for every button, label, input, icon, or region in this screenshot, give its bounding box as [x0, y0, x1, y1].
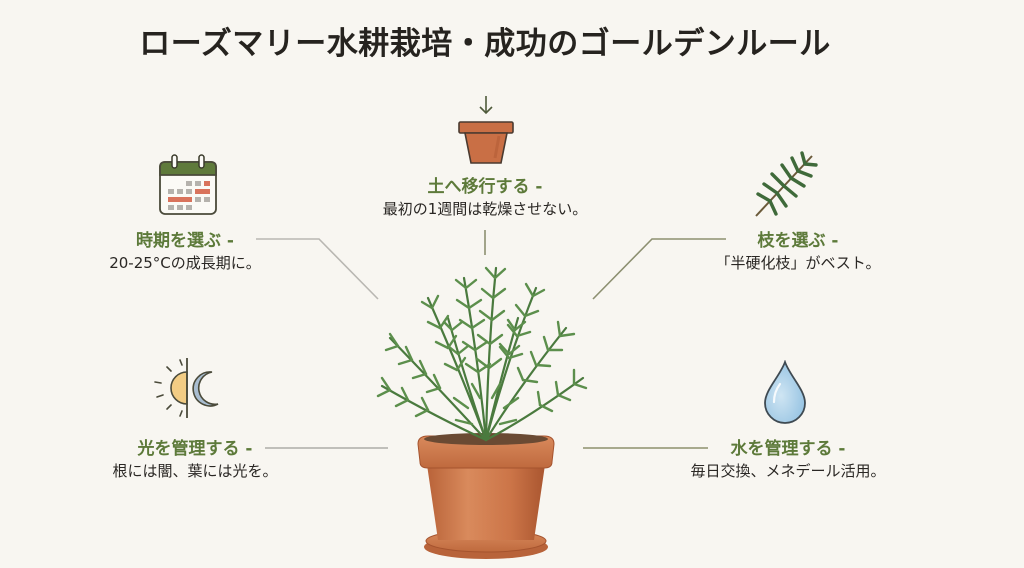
rule-timing: 時期を選ぶ - 20-25°Cの成長期に。: [60, 230, 310, 274]
rule-description: 「半硬化枝」がベスト。: [715, 254, 881, 272]
rule-heading: 枝を選ぶ -: [757, 231, 839, 251]
rule-description: 最初の1週間は乾燥させない。: [382, 200, 588, 218]
connector-branch: [592, 238, 726, 300]
potted-rosemary-illustration: [376, 266, 588, 559]
rosemary-needles: [376, 266, 588, 426]
rule-heading: 時期を選ぶ -: [136, 231, 234, 251]
rule-description: 根には闇、葉には光を。: [112, 462, 278, 480]
rule-description: 20-25°Cの成長期に。: [109, 254, 261, 272]
rule-heading: 土へ移行する -: [427, 177, 543, 197]
connector-timing: [256, 238, 379, 300]
rule-branch: 枝を選ぶ - 「半硬化枝」がベスト。: [668, 230, 928, 274]
sun-moon-icon: [154, 358, 219, 418]
rule-description: 毎日交換、メネデール活用。: [690, 462, 886, 480]
pot-with-down-arrow-icon: [458, 96, 514, 164]
rule-light: 光を管理する - 根には闇、葉には光を。: [60, 438, 330, 482]
water-drop-icon: [764, 360, 806, 424]
rule-heading: 水を管理する -: [730, 439, 846, 459]
rosemary-sprig-icon: [755, 151, 818, 217]
calendar-icon: [159, 154, 217, 215]
rule-water: 水を管理する - 毎日交換、メネデール活用。: [648, 438, 928, 482]
page-title: ローズマリー水耕栽培・成功のゴールデンルール: [139, 26, 831, 62]
rule-soil: 土へ移行する - 最初の1週間は乾燥させない。: [335, 176, 635, 220]
rule-heading: 光を管理する -: [137, 439, 253, 459]
